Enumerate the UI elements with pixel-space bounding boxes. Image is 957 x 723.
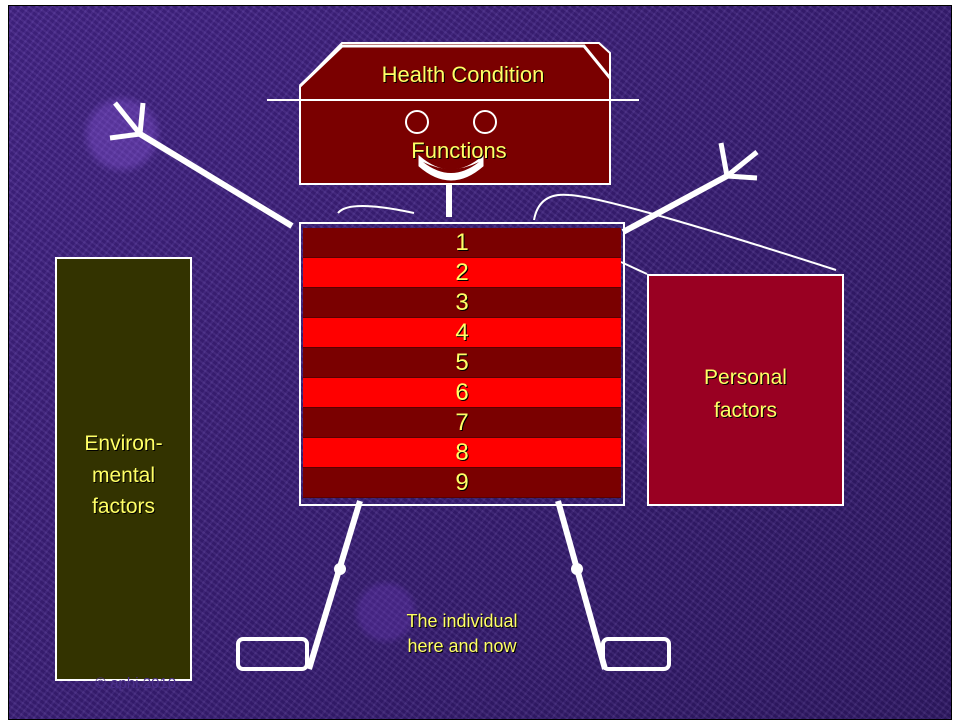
left-hand-finger-2 (137, 102, 146, 135)
link-line-3 (620, 261, 648, 275)
body-row: 5 (303, 348, 621, 378)
health-condition-label: Health Condition (381, 62, 545, 87)
body-row: 8 (303, 438, 621, 468)
environmental-factors-label: Environ- mental factors (55, 428, 192, 523)
body-row: 1 (303, 228, 621, 258)
individual-line-1: The individual (406, 611, 518, 631)
left-hand-finger-1 (113, 101, 142, 136)
smile-inner (423, 162, 479, 173)
environmental-factors-box (55, 257, 192, 681)
personal-line-1: Personal (704, 366, 787, 389)
stick-figure-drawing (109, 42, 837, 671)
body-box (299, 222, 625, 506)
right-knee (571, 563, 583, 575)
link-curve-1 (337, 205, 415, 214)
slide: Health Condition Functions Environ- ment… (8, 5, 952, 720)
left-foot (236, 637, 309, 671)
left-arm (138, 131, 294, 229)
functions-label: Functions (411, 138, 507, 163)
link-curve-2 (533, 193, 837, 271)
environmental-line-3: factors (91, 495, 156, 518)
body-row: 6 (303, 378, 621, 408)
right-foot (601, 637, 671, 671)
hat-chamfer (298, 44, 612, 88)
body-row: 2 (303, 258, 621, 288)
left-hand-finger-3 (109, 131, 141, 141)
personal-line-2: factors (713, 398, 778, 422)
environmental-line-2: mental (91, 463, 156, 487)
body-row: 4 (303, 318, 621, 348)
right-eye (473, 110, 497, 134)
body-row: 3 (303, 288, 621, 318)
right-hand-finger-3 (726, 173, 758, 181)
personal-factors-box (647, 274, 844, 506)
right-hand-finger-2 (725, 150, 759, 178)
left-leg (306, 500, 363, 670)
right-leg (555, 500, 608, 670)
individual-line-2: here and now (407, 636, 517, 657)
personal-factors-label: Personal factors (647, 362, 844, 427)
right-hand-finger-1 (718, 142, 730, 177)
environmental-line-1: Environ- (84, 432, 163, 455)
copyright-note: © aphi 2010 (95, 675, 177, 692)
right-arm (621, 173, 729, 235)
body-row: 7 (303, 408, 621, 438)
left-eye (405, 110, 429, 134)
body-row: 9 (303, 468, 621, 498)
left-knee (334, 563, 346, 575)
individual-caption: The individual here and now (369, 609, 555, 659)
